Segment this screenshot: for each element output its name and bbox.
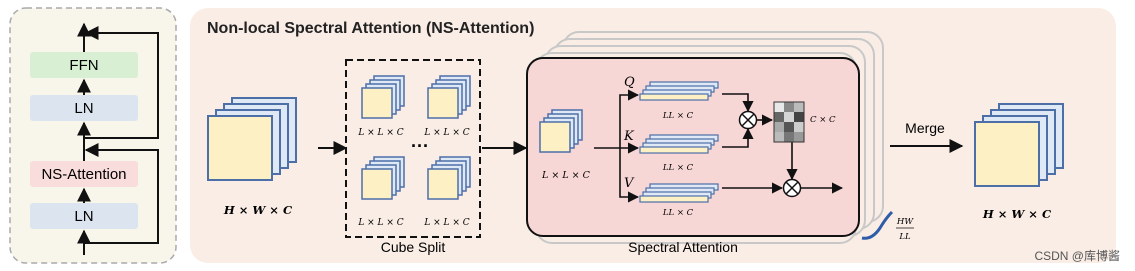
watermark: CSDN @库博酱 xyxy=(1034,248,1120,263)
stack-count-numerator: HW xyxy=(896,217,914,227)
cube-split-box xyxy=(345,59,481,238)
cube-split-caption: Cube Split xyxy=(381,239,446,255)
k-slab xyxy=(639,134,719,154)
ln-top-box: LN xyxy=(30,95,138,121)
ln-bottom-box: LN xyxy=(30,203,138,229)
q-label: Q xyxy=(624,75,635,90)
split-label-3: L × L × C xyxy=(357,218,403,228)
output-cube xyxy=(974,103,1064,187)
v-slab xyxy=(639,183,719,203)
ffn-label: FFN xyxy=(69,57,98,74)
k-label: K xyxy=(623,129,635,144)
merge-label: Merge xyxy=(905,120,945,136)
ln-top-label: LN xyxy=(74,100,93,117)
q-slab xyxy=(639,81,719,101)
ffn-box: FFN xyxy=(30,52,138,78)
attention-input-label: L × L × C xyxy=(541,170,591,181)
matmul-op-2 xyxy=(782,178,802,198)
stack-bracket xyxy=(861,210,894,240)
spectral-attention-caption: Spectral Attention xyxy=(628,239,738,255)
ns-attention-label: NS-Attention xyxy=(41,166,126,183)
matmul-op-1 xyxy=(738,110,758,130)
attention-flow-arrows xyxy=(722,93,844,194)
stack-count-denominator: LL xyxy=(898,232,911,242)
main-title: Non-local Spectral Attention (NS-Attenti… xyxy=(207,20,534,37)
output-label: H × W × C xyxy=(982,207,1052,221)
block-arrows xyxy=(77,22,159,255)
v-shape-label: LL × C xyxy=(662,208,694,218)
attention-map-label: C × C xyxy=(810,115,836,125)
input-label: H × W × C xyxy=(223,203,293,217)
q-shape-label: LL × C xyxy=(662,111,694,121)
qkv-branch-arrows xyxy=(594,89,640,203)
v-label: V xyxy=(624,176,635,191)
ns-attention-box: NS-Attention xyxy=(30,161,138,187)
split-dots: ··· xyxy=(411,136,429,156)
split-label-1: L × L × C xyxy=(357,128,403,138)
attention-map xyxy=(773,101,805,143)
k-shape-label: LL × C xyxy=(662,163,694,173)
input-cube xyxy=(207,97,297,181)
ln-bottom-label: LN xyxy=(74,208,93,225)
split-label-4: L × L × C xyxy=(423,218,469,228)
split-label-2: L × L × C xyxy=(423,128,469,138)
